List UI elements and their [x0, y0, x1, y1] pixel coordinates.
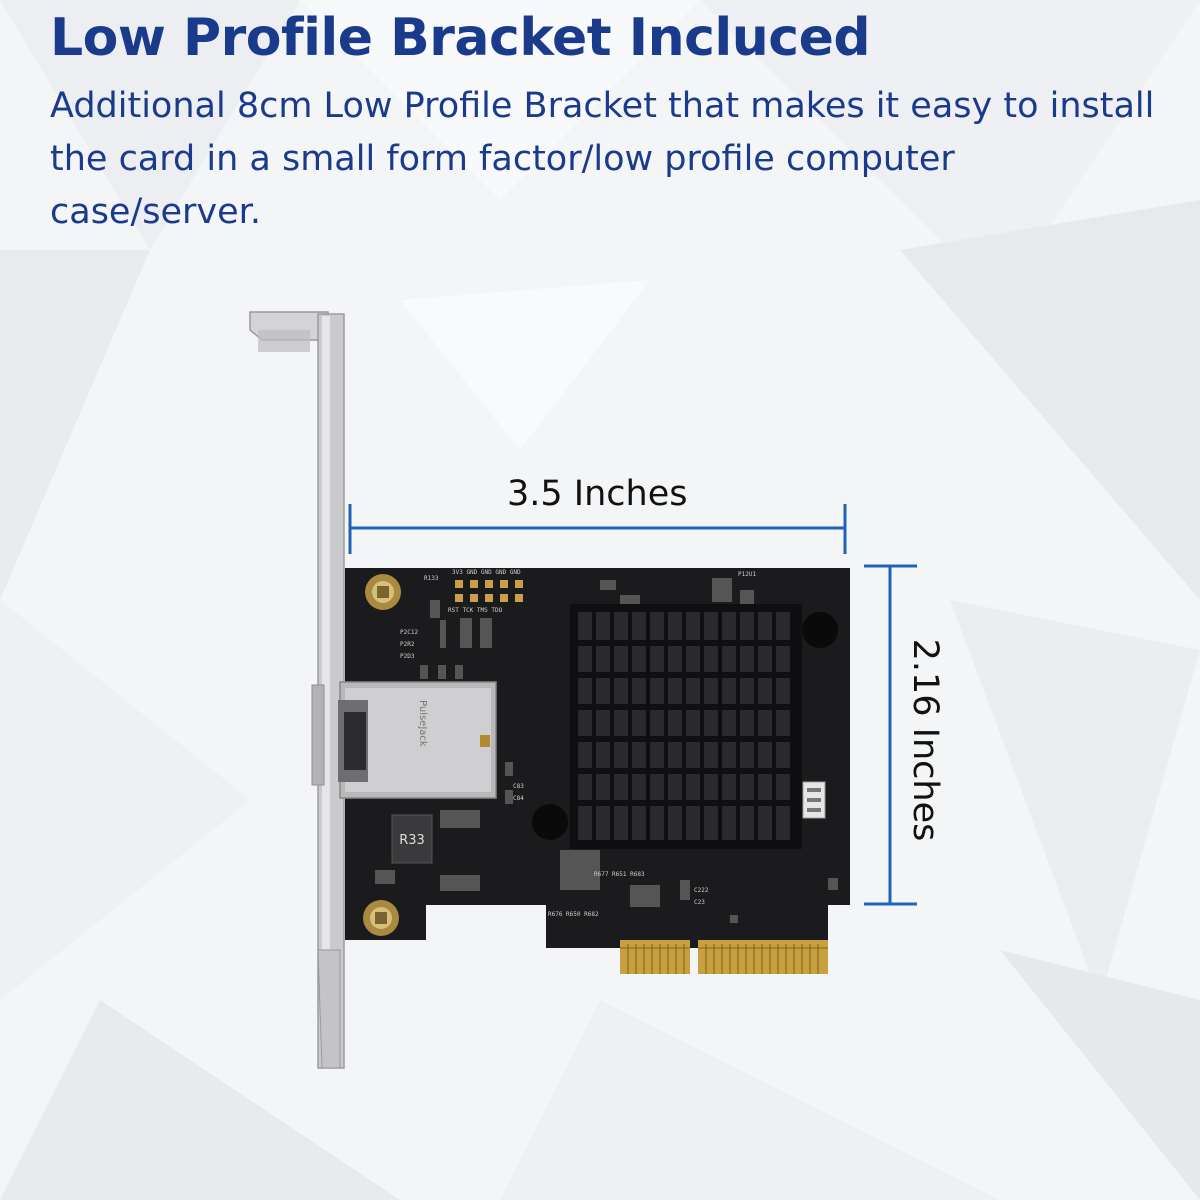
- silk-p2r2: P2R2: [400, 641, 415, 648]
- silkscreen-text: 3V3 GND GND GND GND RST TCK TMS TDO R133…: [400, 569, 756, 918]
- silk-c23: C23: [694, 899, 705, 906]
- screw-bottom: [363, 900, 399, 936]
- width-dimension-line: [348, 504, 847, 554]
- silk-p12u1: P12U1: [738, 571, 756, 578]
- silk-jtag-label: RST TCK TMS TDO: [448, 607, 503, 614]
- silk-r133: R133: [424, 575, 439, 582]
- silk-header-label: 3V3 GND GND GND GND: [452, 569, 521, 576]
- width-dimension-label: 3.5 Inches: [507, 474, 688, 514]
- silk-c84: C84: [513, 795, 524, 802]
- low-profile-bracket: [249, 311, 345, 1069]
- silk-c83: C83: [513, 783, 524, 790]
- inductor-label: R33: [399, 833, 425, 848]
- silk-r676: R676 R650 R682: [548, 911, 599, 918]
- heatsink: [532, 604, 838, 849]
- fan-connector: [802, 781, 826, 819]
- height-dimension-label: 2.16 Inches: [905, 638, 945, 842]
- screw-top: [365, 574, 401, 610]
- silk-p2d3: P2D3: [400, 653, 415, 660]
- pcb-board: 3V3 GND GND GND GND RST TCK TMS TDO R133…: [338, 568, 850, 974]
- description: Additional 8cm Low Profile Bracket that …: [50, 86, 1155, 232]
- height-dimension-line: [864, 564, 917, 906]
- silk-c222: C222: [694, 887, 709, 894]
- jtag-header: [455, 580, 523, 602]
- rj45-port: PulseJack: [338, 681, 497, 799]
- smd-components: [375, 578, 838, 923]
- headline: Low Profile Bracket Incluсed: [50, 8, 871, 68]
- port-brand-label: PulseJack: [417, 700, 428, 747]
- silk-r677: R677 R651 R683: [594, 871, 645, 878]
- gold-fingers: [620, 940, 828, 974]
- inductor: R33: [391, 814, 433, 864]
- silk-p2c12: P2C12: [400, 629, 418, 636]
